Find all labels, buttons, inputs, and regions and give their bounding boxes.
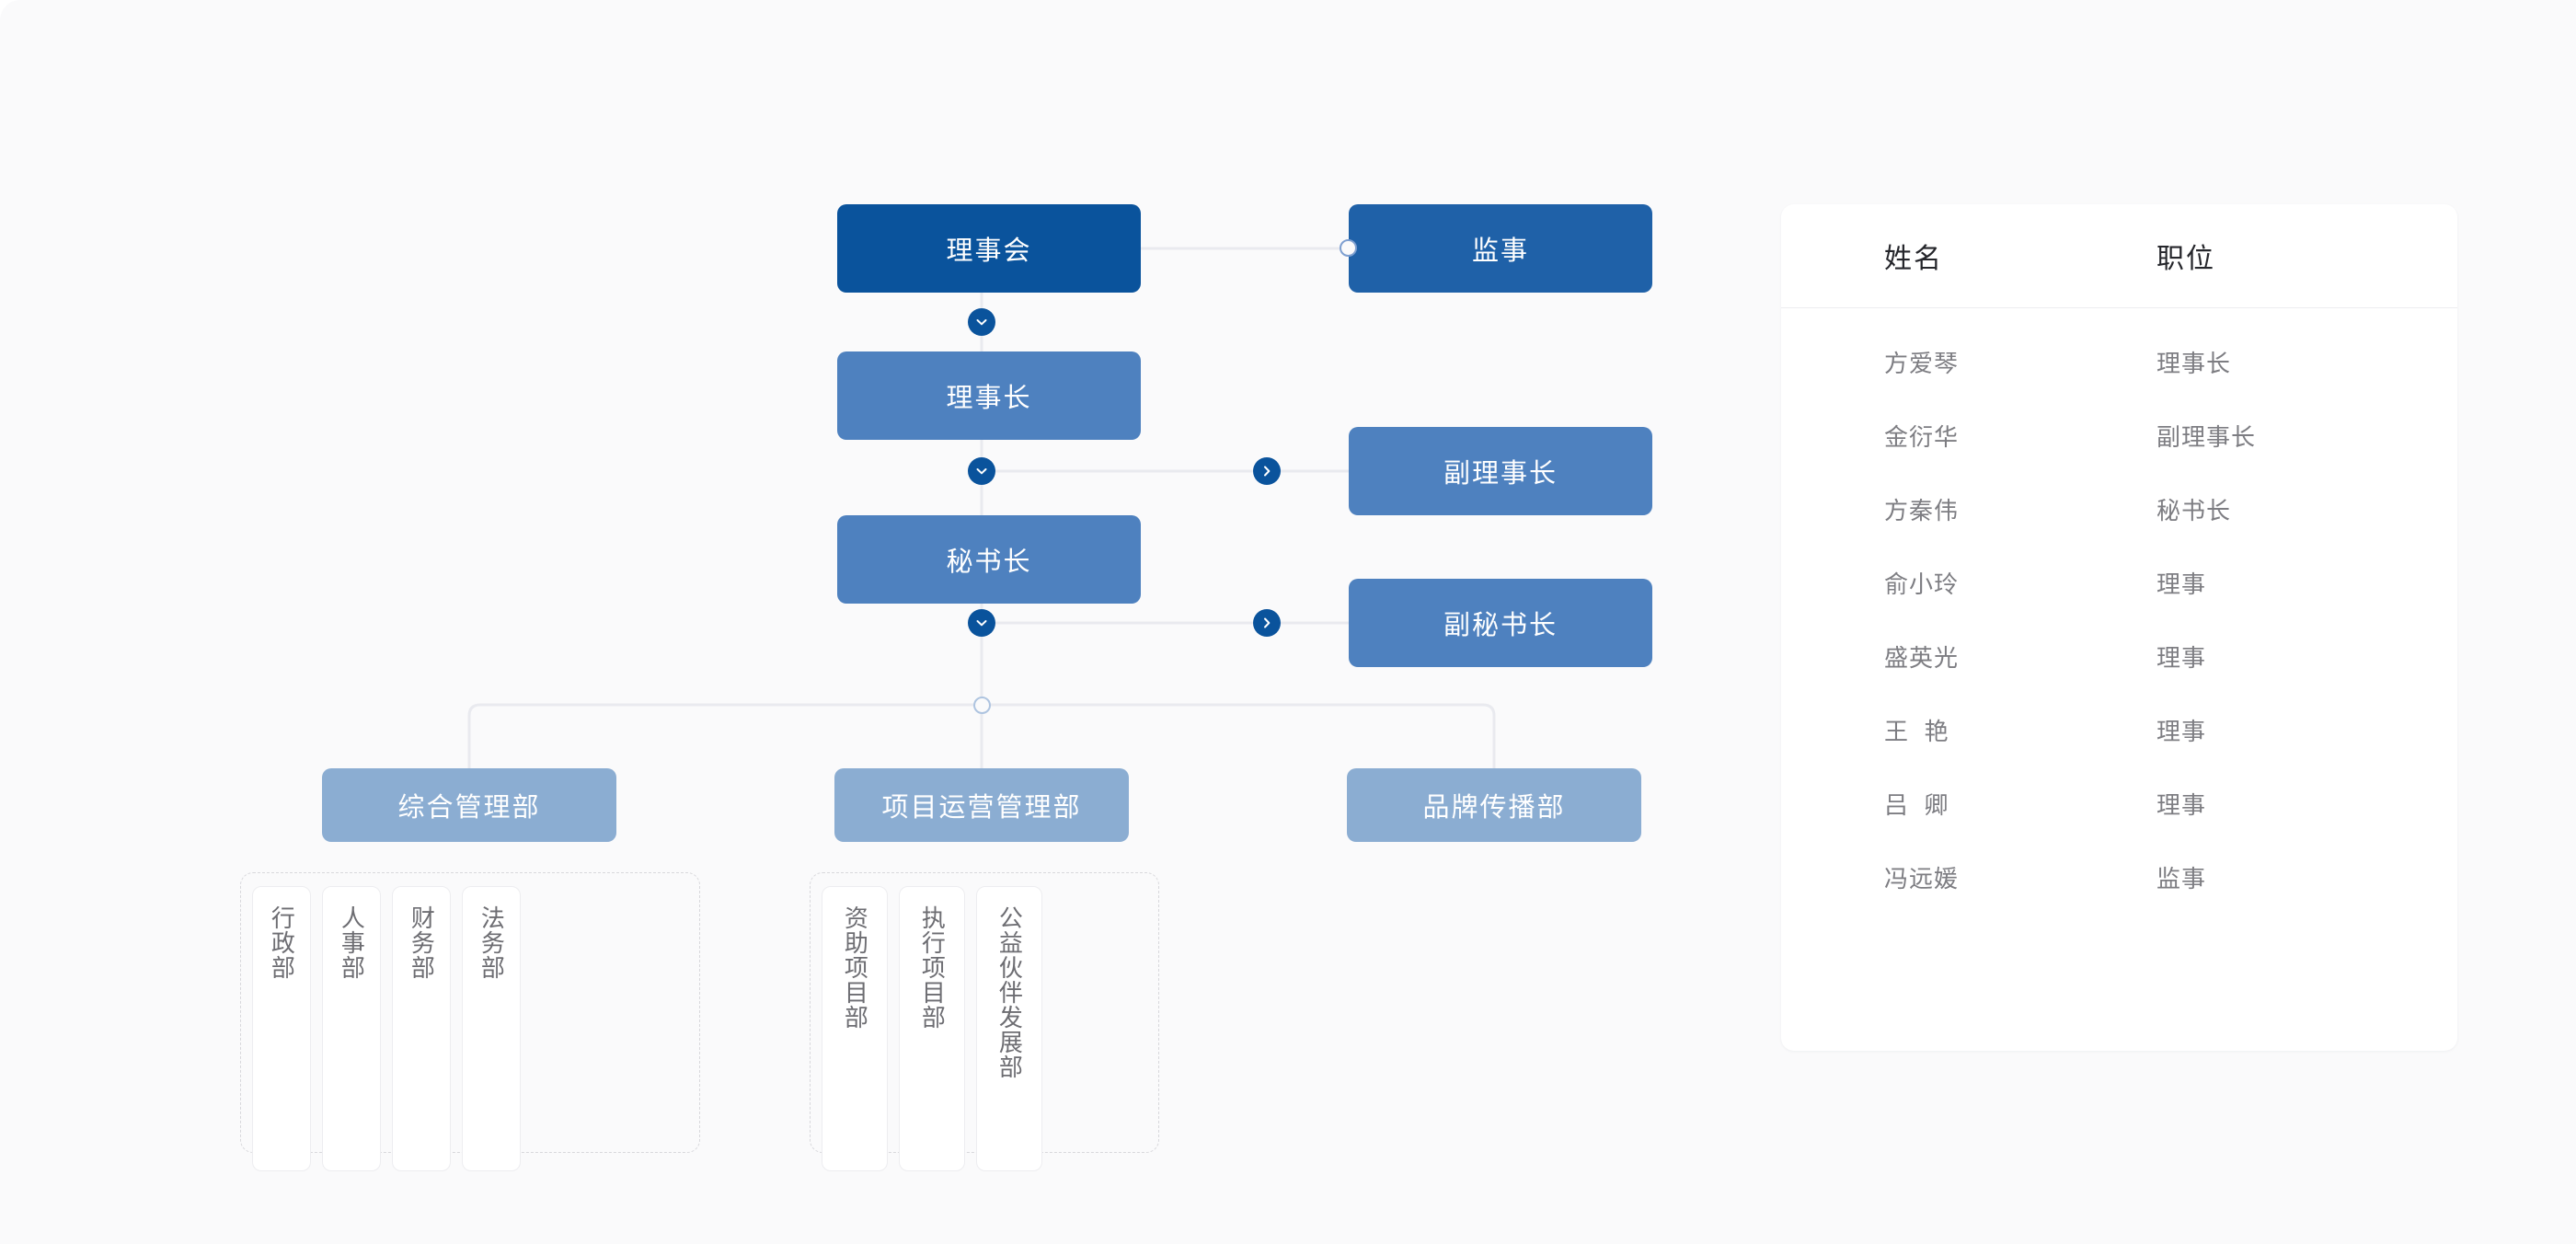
roster-row[interactable]: 方爱琴 理事长: [1781, 325, 2457, 398]
sub-dept-label: 人事部: [338, 905, 366, 980]
roster-cell-role: 副理事长: [2156, 422, 2257, 451]
node-vice-chairman-label: 副理事长: [1443, 459, 1558, 489]
node-board-label: 理事会: [946, 236, 1032, 266]
sub-dept-card[interactable]: 财务部: [392, 886, 451, 1171]
roster-cell-name: 俞小玲: [1884, 570, 1960, 598]
sub-dept-label: 行政部: [268, 905, 296, 980]
roster-row[interactable]: 金衍华 副理事长: [1781, 398, 2457, 472]
roster-row[interactable]: 方秦伟 秘书长: [1781, 472, 2457, 546]
chevron-down-icon-secretary[interactable]: [968, 457, 995, 485]
roster-cell-role: 理事: [2156, 570, 2207, 598]
roster-cell-name: 盛英光: [1884, 643, 1960, 672]
roster-cell-role: 理事长: [2156, 349, 2232, 377]
node-dept-brand[interactable]: 品牌传播部: [1347, 768, 1641, 842]
node-dept-brand-label: 品牌传播部: [1422, 793, 1566, 823]
sub-dept-label: 法务部: [477, 905, 506, 980]
node-supervisor-label: 监事: [1471, 236, 1529, 266]
roster-cell-role: 监事: [2156, 864, 2207, 893]
roster-cell-name: 方爱琴: [1884, 349, 1960, 377]
node-dept-admin[interactable]: 综合管理部: [322, 768, 616, 842]
roster-row[interactable]: 吕 卿 理事: [1781, 766, 2457, 840]
roster-header-row: 姓名 职位: [1781, 204, 2457, 308]
node-vice-chairman[interactable]: 副理事长: [1349, 427, 1652, 515]
roster-cell-name: 冯远媛: [1884, 864, 1960, 893]
roster-row[interactable]: 盛英光 理事: [1781, 619, 2457, 693]
roster-cell-role: 理事: [2156, 717, 2207, 745]
sub-dept-card[interactable]: 公益伙伴发展部: [976, 886, 1042, 1171]
roster-row[interactable]: 冯远媛 监事: [1781, 840, 2457, 914]
node-chairman[interactable]: 理事长: [837, 351, 1141, 440]
node-dept-project-label: 项目运营管理部: [881, 793, 1082, 823]
roster-cell-role: 秘书长: [2156, 496, 2232, 524]
sub-dept-label: 资助项目部: [841, 905, 869, 1030]
roster-cell-name: 金衍华: [1884, 422, 1960, 451]
circle-hollow-icon-department-junction[interactable]: [973, 697, 991, 714]
sub-dept-card[interactable]: 资助项目部: [822, 886, 888, 1171]
roster-cell-name: 方秦伟: [1884, 496, 1960, 524]
node-dept-admin-label: 综合管理部: [397, 793, 541, 823]
roster-cell-name: 吕 卿: [1884, 790, 1949, 819]
roster-row[interactable]: 俞小玲 理事: [1781, 546, 2457, 619]
sub-dept-card[interactable]: 行政部: [252, 886, 311, 1171]
node-supervisor[interactable]: 监事: [1349, 204, 1652, 293]
roster-column-header-name: 姓名: [1884, 244, 1943, 274]
node-dept-project[interactable]: 项目运营管理部: [834, 768, 1129, 842]
node-deputy-secretary[interactable]: 副秘书长: [1349, 579, 1652, 667]
roster-body: 方爱琴 理事长 金衍华 副理事长 方秦伟 秘书长 俞小玲 理事 盛英光 理事 王…: [1781, 308, 2457, 914]
chevron-down-icon-departments[interactable]: [968, 609, 995, 637]
roster-cell-role: 理事: [2156, 790, 2207, 819]
roster-cell-role: 理事: [2156, 643, 2207, 672]
wire-department-bus: [467, 703, 1496, 770]
sub-dept-card[interactable]: 执行项目部: [899, 886, 965, 1171]
circle-hollow-icon-supervisor[interactable]: [1340, 239, 1357, 257]
node-board[interactable]: 理事会: [837, 204, 1141, 293]
roster-card: 姓名 职位 方爱琴 理事长 金衍华 副理事长 方秦伟 秘书长 俞小玲 理事 盛英…: [1781, 204, 2457, 1051]
chevron-down-icon-chairman[interactable]: [968, 308, 995, 336]
node-secretary-general[interactable]: 秘书长: [837, 515, 1141, 604]
roster-cell-name: 王 艳: [1884, 717, 1949, 745]
sub-dept-label: 财务部: [408, 905, 436, 980]
subgroup-dept-admin: 行政部 人事部 财务部 法务部: [240, 872, 700, 1171]
subgroup-dept-project: 资助项目部 执行项目部 公益伙伴发展部: [810, 872, 1159, 1171]
sub-dept-label: 公益伙伴发展部: [995, 905, 1024, 1079]
sub-dept-label: 执行项目部: [918, 905, 947, 1030]
sub-dept-card[interactable]: 人事部: [322, 886, 381, 1171]
sub-dept-card[interactable]: 法务部: [462, 886, 521, 1171]
node-deputy-secretary-label: 副秘书长: [1443, 611, 1558, 640]
roster-row[interactable]: 王 艳 理事: [1781, 693, 2457, 766]
roster-column-header-role: 职位: [2156, 244, 2215, 274]
chevron-right-icon-deputy-secretary[interactable]: [1253, 609, 1281, 637]
node-chairman-label: 理事长: [946, 384, 1032, 413]
node-secretary-general-label: 秘书长: [946, 547, 1032, 577]
chevron-right-icon-vice-chairman[interactable]: [1253, 457, 1281, 485]
